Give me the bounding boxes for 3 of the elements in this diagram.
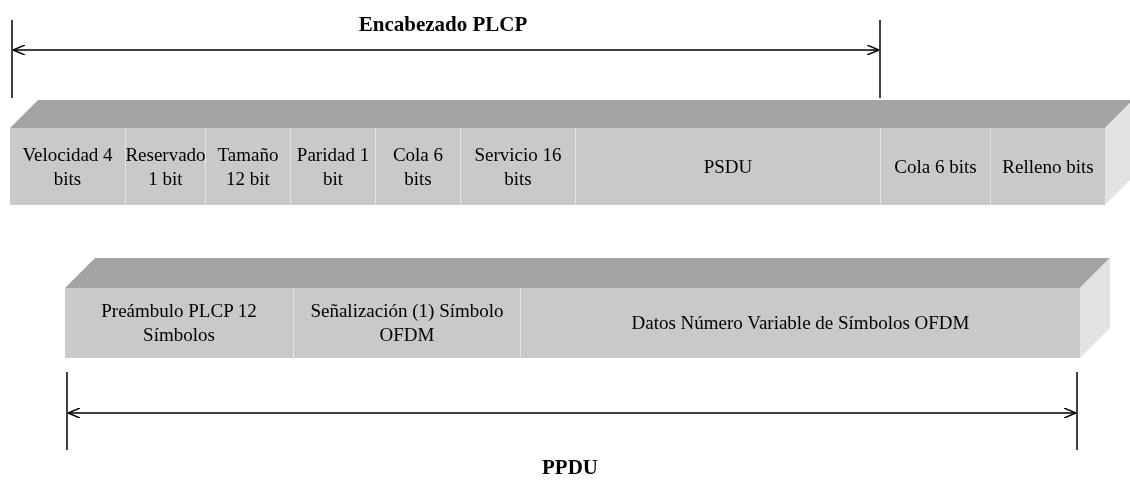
dimension-label: Encabezado PLCP [358,12,528,37]
frame-field: Reservado 1 bit [125,128,205,205]
dimension-label: PPDU [542,455,598,480]
